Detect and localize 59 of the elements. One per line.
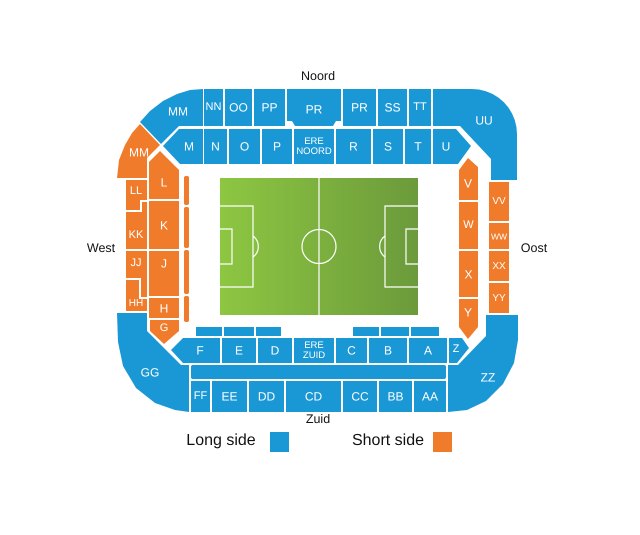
seating-section bbox=[256, 327, 281, 336]
seating-section: FF bbox=[191, 381, 210, 412]
seating-section: R bbox=[336, 129, 371, 164]
seating-section: N bbox=[204, 129, 227, 164]
seating-section: M bbox=[163, 129, 203, 164]
seating-section: OO bbox=[225, 89, 252, 126]
seating-section: NN bbox=[204, 89, 223, 126]
seating-section bbox=[381, 327, 409, 336]
seating-section: XX bbox=[489, 251, 509, 281]
seating-section: D bbox=[258, 338, 292, 363]
stand-name: West bbox=[86, 241, 116, 255]
legend-label: Long side bbox=[186, 432, 256, 450]
seating-section bbox=[184, 296, 189, 322]
seating-section: W bbox=[459, 202, 478, 249]
seating-section: X bbox=[459, 251, 478, 297]
seating-section: S bbox=[373, 129, 403, 164]
seating-section: EE bbox=[212, 381, 247, 412]
seating-section: AA bbox=[414, 381, 446, 412]
seating-section: B bbox=[369, 338, 407, 363]
seating-section: E bbox=[222, 338, 256, 363]
seating-section bbox=[196, 327, 222, 336]
seating-section: LL bbox=[126, 180, 147, 210]
seating-section: VV bbox=[489, 182, 509, 221]
seating-section: K bbox=[149, 201, 179, 249]
seating-section bbox=[411, 327, 439, 336]
seating-section: CC bbox=[343, 381, 377, 412]
stand-name: Oost bbox=[520, 241, 548, 255]
seating-section: ERE NOORD bbox=[294, 129, 334, 164]
seating-section: O bbox=[229, 129, 260, 164]
seating-section: P bbox=[262, 129, 292, 164]
seating-section: TT bbox=[409, 89, 431, 126]
seating-section: C bbox=[336, 338, 367, 363]
seating-section: SS bbox=[378, 89, 407, 126]
seating-section: T bbox=[405, 129, 431, 164]
seating-section bbox=[184, 250, 189, 294]
seating-section: F bbox=[171, 338, 220, 363]
stand-name: Noord bbox=[300, 69, 336, 83]
seating-section bbox=[184, 176, 189, 205]
seating-section: H bbox=[149, 298, 179, 318]
seating-section bbox=[353, 327, 379, 336]
seating-section bbox=[191, 365, 446, 379]
seating-section: ERE ZUID bbox=[294, 338, 334, 363]
seating-section: YY bbox=[489, 283, 509, 313]
seating-section: A bbox=[409, 338, 447, 363]
seating-section: WW bbox=[489, 223, 509, 249]
seating-section: PR bbox=[343, 89, 376, 126]
seating-section: PR bbox=[287, 89, 341, 126]
seating-section bbox=[184, 207, 189, 248]
seating-section: CD bbox=[286, 381, 341, 412]
seating-section: PP bbox=[254, 89, 285, 126]
seating-section: V bbox=[459, 158, 478, 200]
legend-label: Short side bbox=[352, 432, 424, 450]
seating-section: Y bbox=[459, 299, 478, 339]
seating-section: DD bbox=[249, 381, 284, 412]
seating-section: BB bbox=[379, 381, 412, 412]
stand-name: Zuid bbox=[306, 412, 330, 426]
seating-section: L bbox=[149, 151, 179, 199]
seating-section: J bbox=[149, 251, 179, 296]
seating-section bbox=[224, 327, 254, 336]
